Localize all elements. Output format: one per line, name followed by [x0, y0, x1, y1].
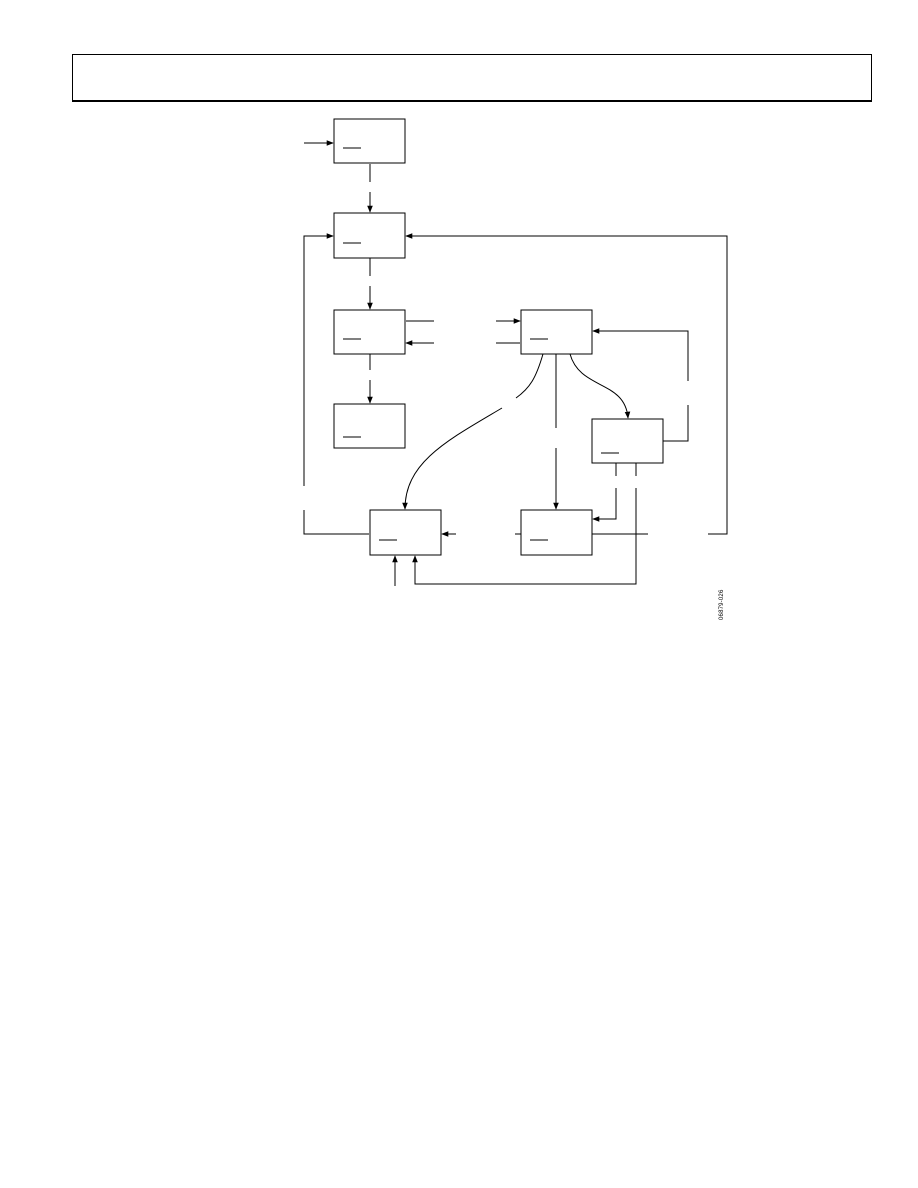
- arrow-6-to-8: [592, 488, 617, 522]
- state-box-1: [333, 118, 406, 164]
- state-box-5: [520, 309, 593, 355]
- curve-5-to-7-upper: [515, 353, 544, 399]
- curve-5-to-6: [569, 353, 631, 419]
- curve-5-to-7: [402, 407, 503, 510]
- loop-6-to-5: [592, 328, 689, 381]
- page-header-frame: [72, 54, 872, 102]
- figure-id: 06879-026: [719, 589, 725, 621]
- state-box-7: [369, 509, 442, 556]
- loop-6-lower: [663, 405, 689, 442]
- arrow-6-to-7: [412, 488, 637, 585]
- state-box-6: [591, 418, 664, 464]
- state-box-2: [333, 212, 406, 259]
- loop-7-to-2-upper: [303, 233, 334, 486]
- state-box-3: [333, 309, 406, 355]
- state-box-4: [333, 403, 406, 449]
- loop-7-to-2-lower: [303, 510, 369, 535]
- state-box-8: [520, 509, 593, 556]
- loop-right-to-2: [405, 233, 728, 535]
